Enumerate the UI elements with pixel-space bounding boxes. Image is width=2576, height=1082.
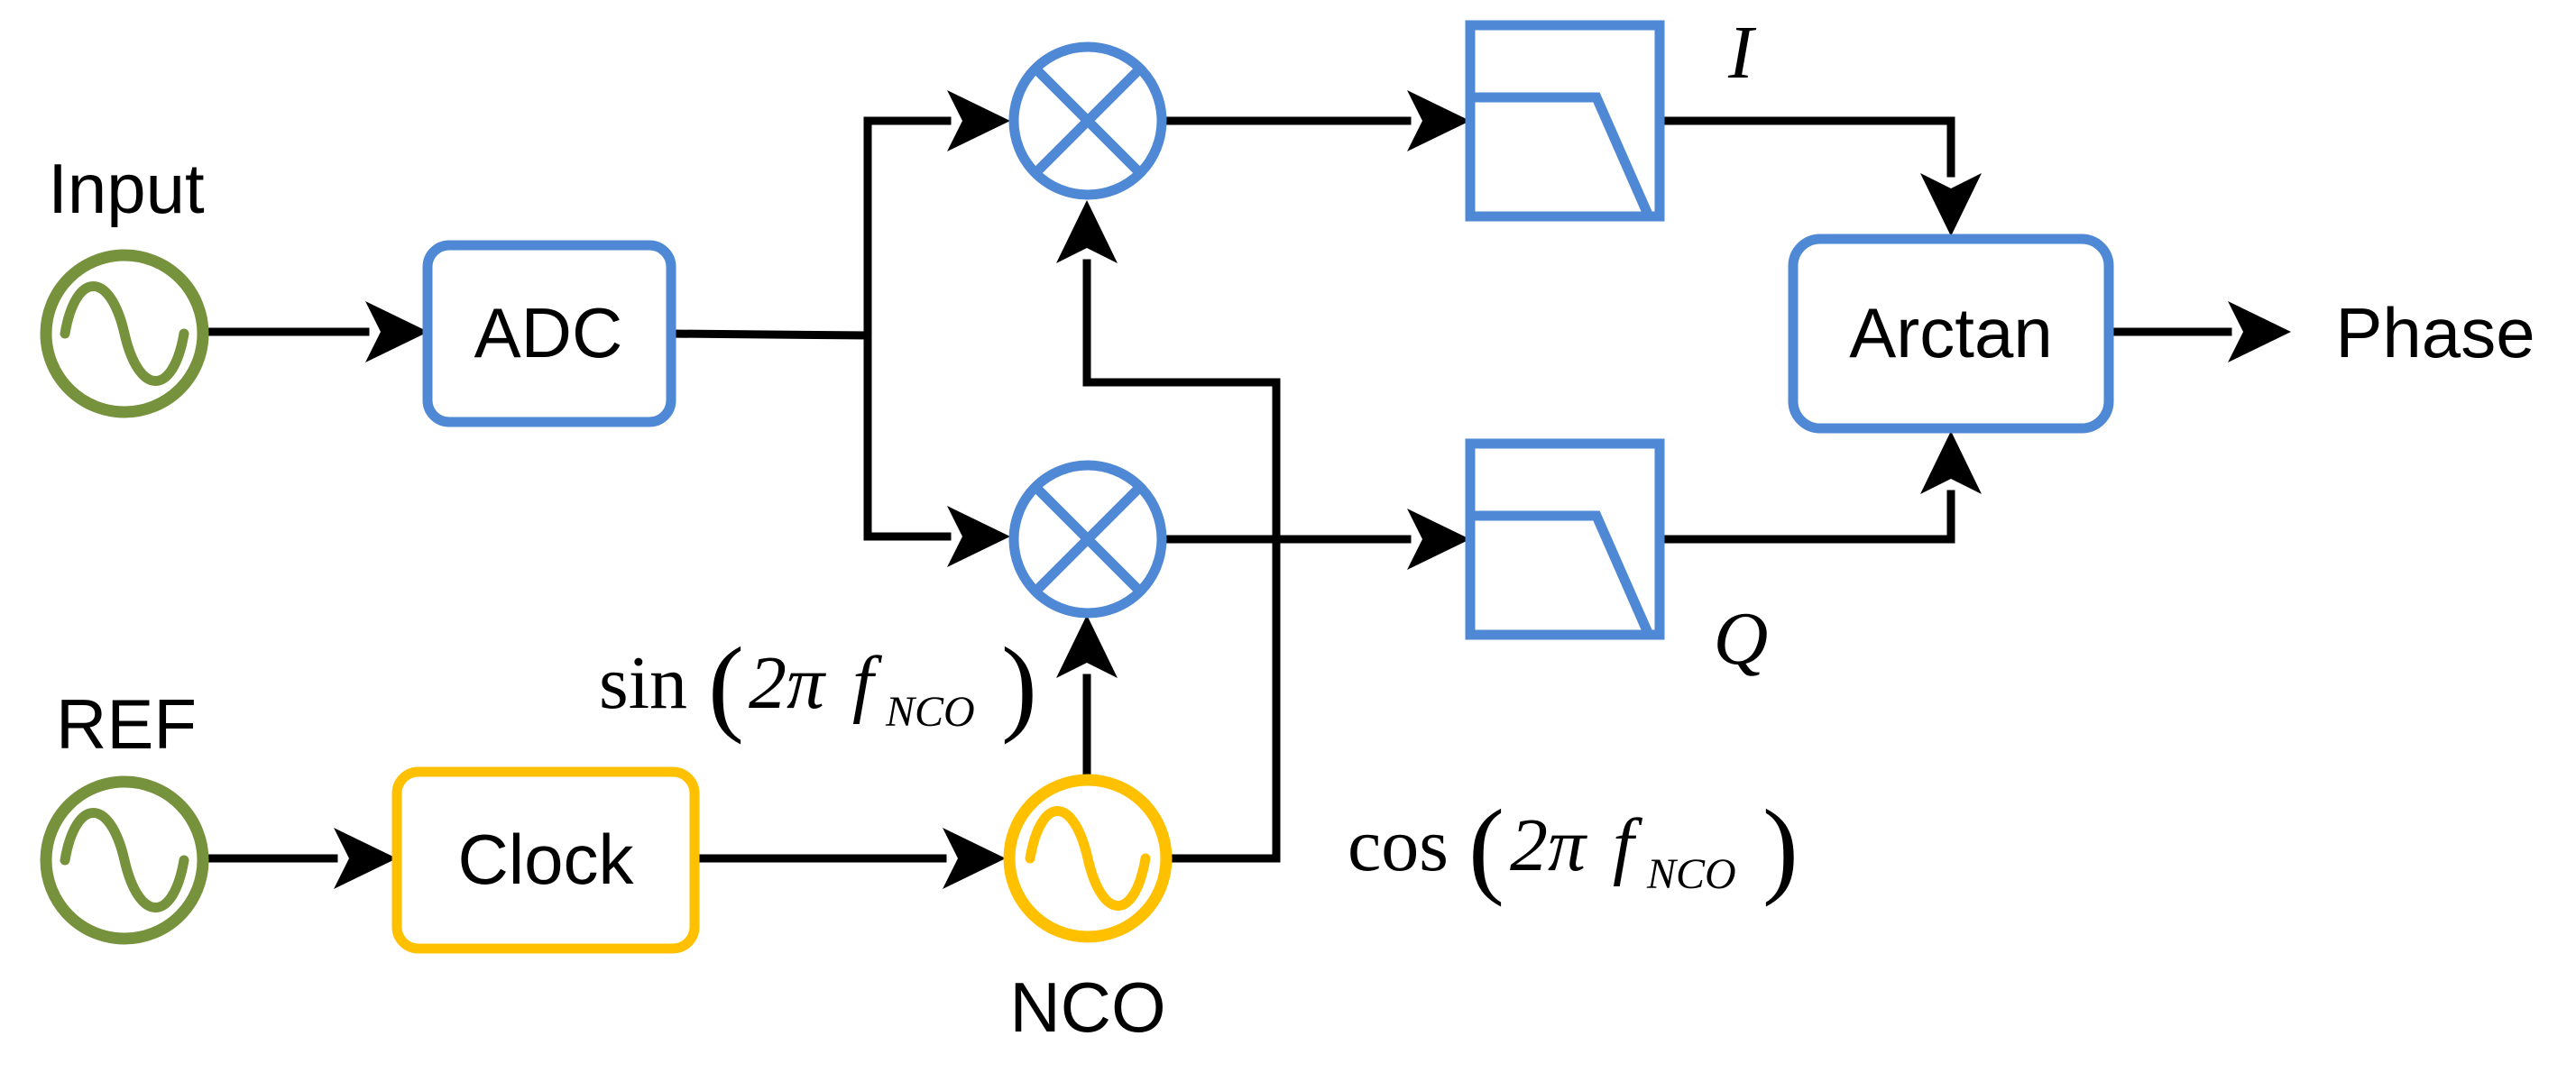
arctan-block (1788, 234, 2114, 434)
cos-close-paren: ) (1762, 787, 1799, 907)
wire-adc-split (665, 329, 872, 340)
bottom-mixer (1008, 460, 1167, 619)
multiplier-cross-glyph (1032, 65, 1144, 177)
sine-wave-source-icon (40, 775, 209, 945)
sin-arg: 2π (749, 641, 827, 725)
cos-subscript: NCO (1646, 850, 1736, 898)
ref-source (40, 775, 209, 945)
q-label: Q (1714, 597, 1769, 681)
cos-expression: cos ( 2π f NCO ) (1348, 787, 1799, 907)
sin-expression: sin ( 2π f NCO ) (599, 625, 1037, 745)
arrowhead-adc (365, 301, 428, 362)
cos-func: cos (1348, 803, 1449, 887)
sine-wave-glyph (60, 808, 189, 912)
i-label: I (1727, 11, 1757, 95)
bottom-lowpass-filter (1465, 438, 1665, 640)
arrowhead-nco (943, 828, 1006, 889)
arrowhead-bottom-filter (1407, 509, 1470, 570)
nco-source (1003, 774, 1173, 943)
wire-i-to-arctan (1660, 116, 1955, 178)
cos-open-paren: ( (1468, 787, 1504, 907)
clock-block (391, 766, 700, 954)
cos-var: f (1613, 803, 1643, 887)
sine-wave-source-icon (40, 249, 209, 418)
signal-wires (201, 90, 2291, 889)
arrowhead-top-mixer-below (1056, 200, 1118, 263)
input-source (40, 249, 209, 418)
arctan-label: Arctan (1849, 293, 2052, 372)
top-lowpass-filter (1465, 20, 1665, 222)
sin-var: f (852, 641, 883, 725)
sine-wave-glyph (1025, 806, 1151, 911)
arrowhead-clock (334, 828, 397, 889)
sin-subscript: NCO (885, 688, 975, 736)
sin-open-paren: ( (708, 625, 744, 745)
cos-arg: 2π (1510, 803, 1588, 887)
adc-block (422, 240, 676, 427)
lowpass-filter-icon (1465, 20, 1665, 222)
nco-label: NCO (1009, 967, 1165, 1047)
sin-func: sin (599, 641, 687, 725)
arrowhead-top-filter (1407, 90, 1470, 151)
lowpass-filter-icon (1465, 438, 1665, 640)
phase-label: Phase (2335, 293, 2535, 372)
input-label: Input (48, 149, 205, 228)
wire-q-to-arctan (1660, 490, 1955, 544)
clock-label: Clock (457, 820, 634, 899)
sin-close-paren: ) (1001, 625, 1037, 745)
lowpass-response-glyph (1470, 92, 1654, 219)
multiplier-cross-glyph (1032, 483, 1144, 595)
arrowhead-bottom-mixer-left (947, 506, 1010, 567)
arrowhead-arctan-bottom (1920, 431, 1982, 494)
ref-label: REF (56, 684, 197, 764)
arrowhead-phase (2228, 301, 2291, 362)
sine-wave-glyph (60, 281, 189, 386)
wire-nco-cos-path (1082, 259, 1281, 863)
arrowhead-top-mixer-left (947, 90, 1010, 151)
arrowhead-bottom-mixer-below (1056, 615, 1118, 678)
arrowhead-arctan-top (1920, 173, 1982, 236)
top-mixer (1008, 41, 1167, 200)
lowpass-response-glyph (1470, 510, 1654, 637)
adc-label: ADC (474, 293, 623, 372)
